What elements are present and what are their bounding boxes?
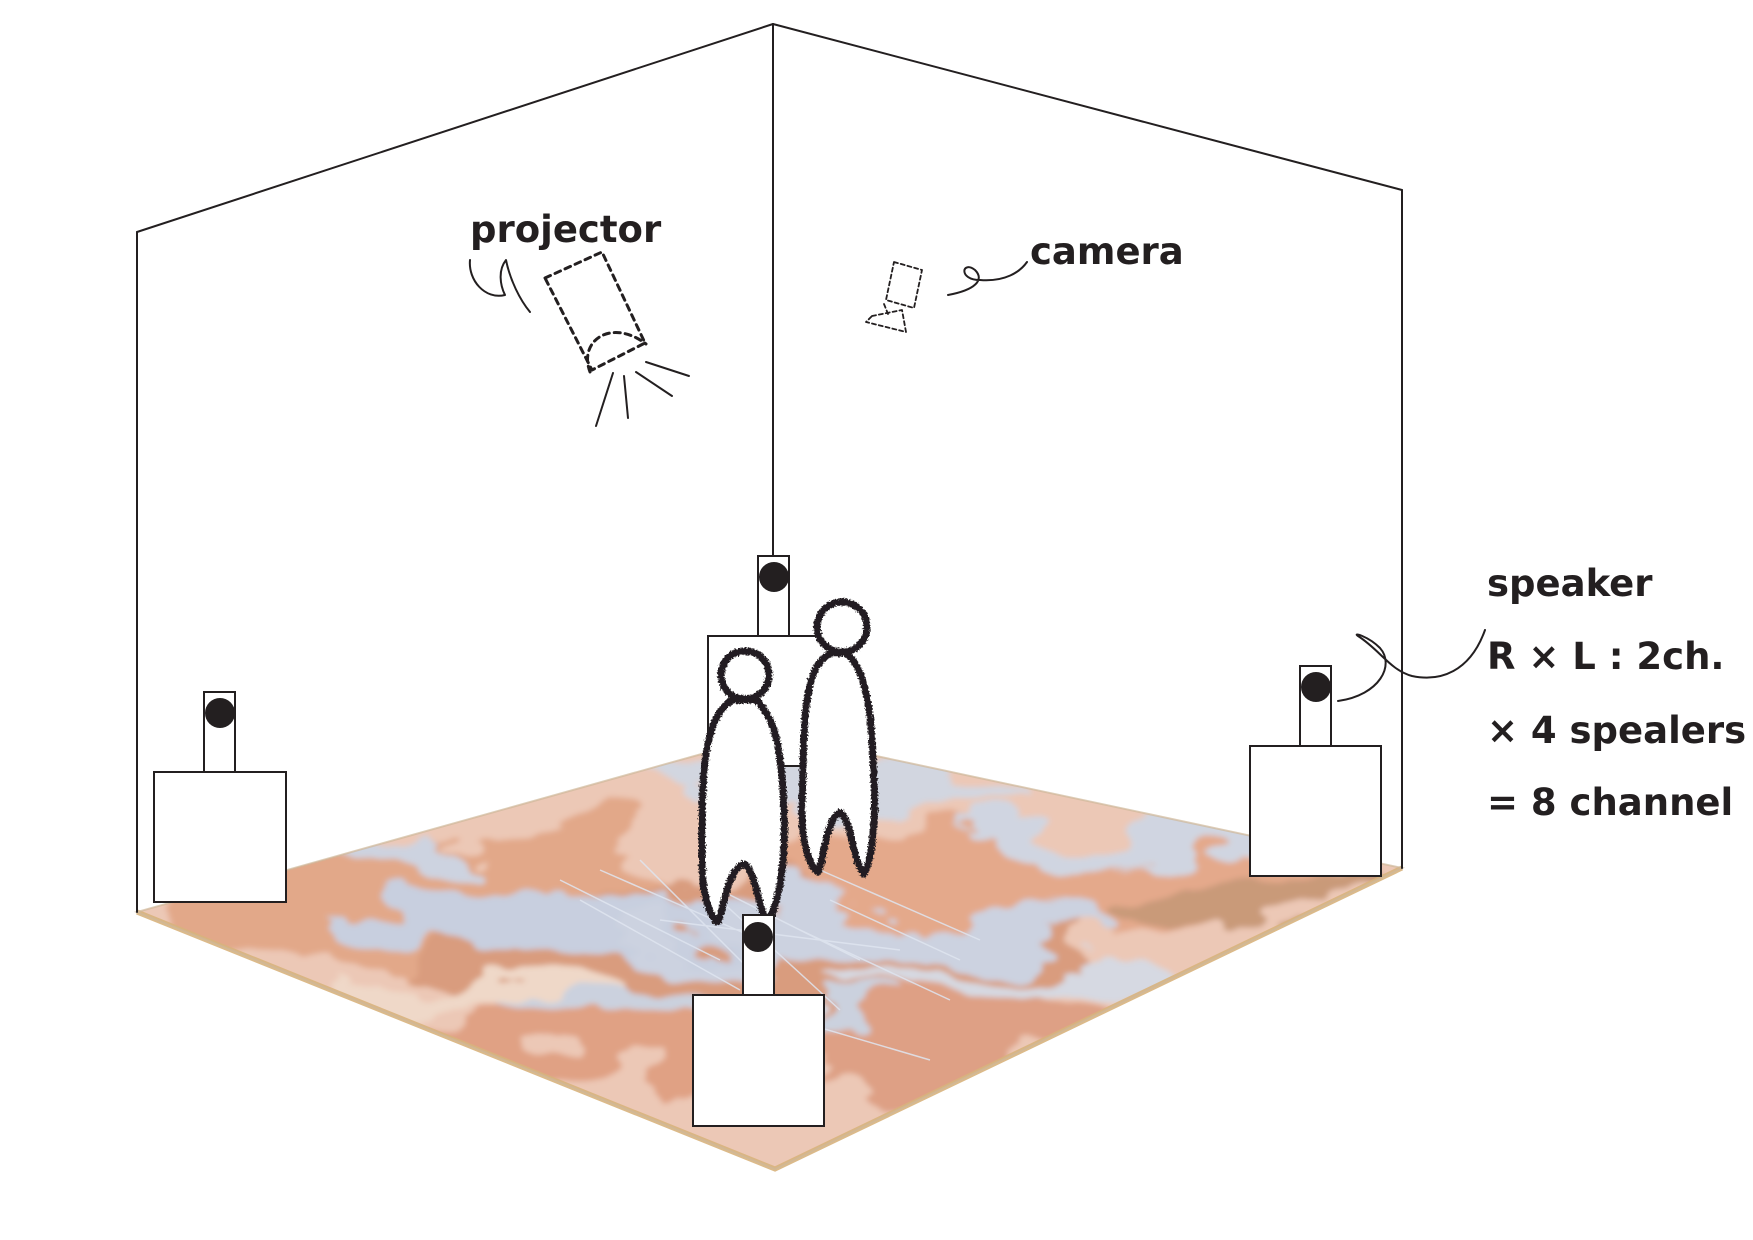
camera-icon <box>865 261 923 333</box>
projector-icon <box>543 250 690 427</box>
person-icon <box>698 598 878 926</box>
speaker-icon <box>743 922 773 952</box>
speaker-leader <box>1337 629 1486 702</box>
speaker-front <box>692 914 825 1127</box>
speaker-right <box>1249 665 1382 877</box>
speaker-channel-line: R × L : 2ch. <box>1487 635 1724 678</box>
left-wall-top-edge <box>136 23 774 233</box>
camera-label: camera <box>1030 230 1184 273</box>
speaker-label: speaker <box>1487 562 1653 605</box>
speaker-left <box>153 691 287 903</box>
speaker-icon <box>1301 672 1331 702</box>
projector-leader <box>468 259 531 313</box>
right-wall-top-edge <box>772 23 1403 191</box>
speaker-icon <box>759 562 789 592</box>
speaker-total-line: = 8 channel <box>1487 781 1733 824</box>
room-walls <box>136 23 1403 913</box>
speaker-icon <box>205 698 235 728</box>
projector-label: projector <box>470 208 662 251</box>
camera-leader <box>947 261 1028 296</box>
speaker-count-line: × 4 spealers <box>1487 709 1746 752</box>
